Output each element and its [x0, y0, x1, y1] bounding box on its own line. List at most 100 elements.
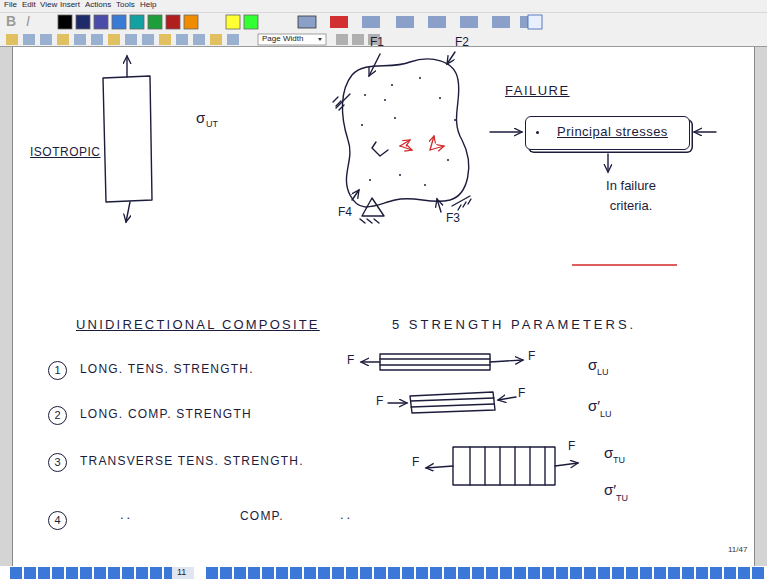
toolbar-swatch [374, 567, 386, 579]
toolbar-swatch [159, 34, 171, 45]
toolbar-swatch [226, 15, 240, 29]
toolbar-swatch [66, 567, 78, 579]
toolbar-swatch [710, 567, 722, 579]
toolbar-swatch [330, 16, 348, 28]
toolbar-swatch [336, 34, 348, 45]
force-label: F [376, 395, 383, 408]
toolbar-swatch [40, 34, 52, 45]
toolbar-swatch [654, 567, 666, 579]
toolbar-swatch [556, 567, 568, 579]
toolbar-swatch [514, 567, 526, 579]
stress-symbol: σ [604, 445, 613, 462]
strength-name: LONG. TENS. STRENGTH. [80, 363, 254, 376]
toolbar-swatch [528, 567, 540, 579]
stress-subscript: UT [206, 120, 218, 130]
stress-subscript: LU [600, 410, 612, 420]
italic-button: I [26, 14, 30, 29]
strength-name: COMP. [240, 510, 284, 523]
toolbar-swatch [244, 15, 258, 29]
toolbar-swatch [148, 15, 162, 29]
toolbar-swatch [210, 34, 222, 45]
toolbar-swatch [724, 567, 736, 579]
zoom-dropdown-text: Page Width [262, 35, 303, 44]
toolbar-swatch [444, 567, 456, 579]
toolbar-swatch [298, 16, 316, 28]
toolbar-swatch [472, 567, 484, 579]
toolbar-swatch [668, 567, 680, 579]
toolbar-swatch [150, 567, 162, 579]
strength-name: TRANSVERSE TENS. STRENGTH. [80, 455, 304, 468]
toolbar-swatch [94, 15, 108, 29]
box-text: Principal stresses [557, 125, 689, 139]
toolbar-swatch [108, 34, 120, 45]
toolbar-swatch [486, 567, 498, 579]
stress-subscript: LU [597, 368, 609, 378]
ditto-mark: .. [340, 508, 353, 522]
toolbar-swatch [542, 567, 554, 579]
toolbar-swatch [142, 34, 154, 45]
toolbar-swatch [52, 567, 64, 579]
callout-number: 1 [54, 365, 60, 376]
force-label: F2 [455, 36, 469, 49]
menu-item: Help [140, 1, 156, 10]
highlight-box: Principal stresses [525, 116, 690, 150]
toolbar-swatch [346, 567, 358, 579]
bullet-dot [536, 131, 539, 134]
toolbar-swatch [402, 567, 414, 579]
toolbar-swatch [184, 15, 198, 29]
toolbar-swatch [640, 567, 652, 579]
toolbar-swatch [362, 16, 380, 28]
toolbar-swatch [24, 567, 36, 579]
toolbar-swatch [318, 567, 330, 579]
section-heading: 5 STRENGTH PARAMETERS. [392, 318, 636, 332]
toolbar-swatch [612, 567, 624, 579]
callout-number: 2 [54, 410, 60, 421]
toolbar-swatch [6, 34, 18, 45]
toolbar-swatch [352, 34, 364, 45]
toolbar-swatch [500, 567, 512, 579]
toolbar-swatch [598, 567, 610, 579]
toolbar-swatch [738, 567, 750, 579]
toolbar-swatch [416, 567, 428, 579]
toolbar-swatch [166, 15, 180, 29]
toolbar-swatch [458, 567, 470, 579]
toolbar-swatch [428, 16, 446, 28]
force-label: F3 [446, 212, 460, 225]
force-label: F [528, 350, 535, 363]
toolbar-swatch [248, 567, 260, 579]
menu-item: View [40, 1, 57, 10]
toolbar-swatch [136, 567, 148, 579]
toolbar-swatch [290, 567, 302, 579]
section-heading: UNIDIRECTIONAL COMPOSITE [76, 318, 320, 332]
toolbar-swatch [752, 567, 764, 579]
callout-circle: 4 [48, 511, 67, 530]
toolbar-swatch [227, 34, 239, 45]
toolbar-swatch [76, 15, 90, 29]
callout-circle: 1 [48, 361, 67, 380]
toolbar-swatch [94, 567, 106, 579]
toolbar-swatch [262, 567, 274, 579]
toolbar-swatch [234, 567, 246, 579]
callout-circle: 2 [48, 406, 67, 425]
toolbar-swatch [460, 16, 478, 28]
toolbar-swatch [38, 567, 50, 579]
menu-item: Actions [85, 1, 111, 10]
bold-button: B [6, 14, 16, 29]
toolbar-swatch [304, 567, 316, 579]
stress-symbol: σ′ [588, 398, 600, 415]
toolbar-swatch [388, 567, 400, 579]
toolbar-swatch [57, 34, 69, 45]
toolbar-swatch [176, 34, 188, 45]
toolbar-swatch [10, 567, 22, 579]
toolbar-swatch [360, 567, 372, 579]
menu-item: Edit [22, 1, 36, 10]
force-label: F1 [370, 36, 384, 49]
stress-symbol: σ [588, 357, 597, 374]
toolbar-swatch [23, 34, 35, 45]
material-heading: ISOTROPIC [30, 146, 101, 159]
toolbar-swatch [430, 567, 442, 579]
note-text: In failure criteria. [588, 176, 674, 215]
stress-subscript: TU [613, 456, 625, 466]
